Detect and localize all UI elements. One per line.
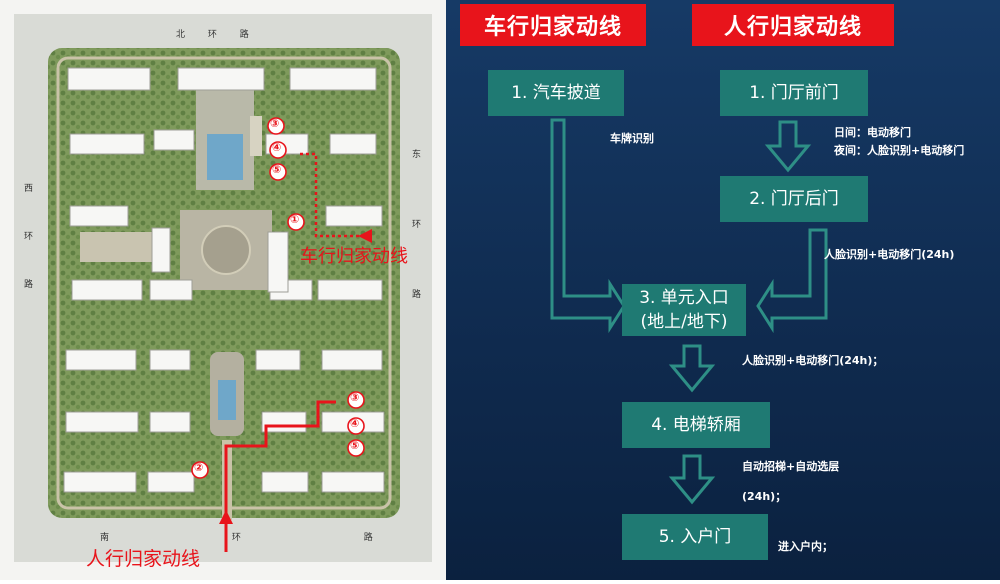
road-label-north: 北 环 路 xyxy=(176,30,259,40)
flow-arrows xyxy=(550,118,828,505)
car-route-line xyxy=(300,152,372,238)
header-walk-route: 人行归家动线 xyxy=(692,4,894,46)
note-enter-home: 进入户内； xyxy=(778,540,833,553)
marker-car-1: ① xyxy=(290,213,300,226)
site-plan-drawing xyxy=(0,0,446,580)
note-face-24h-b: 人脸识别+电动移门(24h)； xyxy=(742,354,884,367)
arrow-front-to-back xyxy=(764,120,812,173)
step-unit-entry: 3. 单元入口 (地上/地下) xyxy=(622,284,746,336)
marker-walk-2: ② xyxy=(194,461,204,474)
marker-car-5: ⑤ xyxy=(272,163,282,176)
arrow-unit-to-elevator xyxy=(668,344,716,393)
marker-walk-5: ⑤ xyxy=(350,439,360,452)
road-label-east-char: 环 xyxy=(412,220,422,230)
route-markers xyxy=(191,117,365,479)
header-car-route: 车行归家动线 xyxy=(460,4,646,46)
flow-panel: 车行归家动线 人行归家动线 1. 汽车披道 1. 门厅前门 2. 门厅后门 3.… xyxy=(446,0,1000,580)
gate-structure xyxy=(250,116,262,156)
road-label-east-char: 路 xyxy=(412,290,422,300)
south-pool xyxy=(218,380,236,420)
marker-walk-3: ③ xyxy=(350,391,360,404)
road-label-west-char: 西 xyxy=(24,184,34,194)
marker-car-4: ④ xyxy=(272,141,282,154)
note-night: 夜间：人脸识别+电动移门 xyxy=(834,144,965,157)
arrow-car-to-unit xyxy=(550,118,626,334)
note-elevator-24h: (24h)； xyxy=(742,490,787,503)
note-face-24h-a: 人脸识别+电动移门(24h) xyxy=(824,248,955,261)
step-home-door: 5. 入户门 xyxy=(622,514,768,560)
note-day: 日间：电动移门 xyxy=(834,126,911,139)
road-label-west-char: 环 xyxy=(24,232,34,242)
step-lobby-front: 1. 门厅前门 xyxy=(720,70,868,116)
step-elevator: 4. 电梯轿厢 xyxy=(622,402,770,448)
road-label-west-char: 路 xyxy=(24,280,34,290)
walk-route-line xyxy=(224,400,336,552)
arrow-back-to-unit xyxy=(756,228,828,334)
road-label-west: 西 环 路 xyxy=(24,165,33,309)
walk-route-arrow xyxy=(219,510,233,524)
step-unit-entry-line2: (地上/地下) xyxy=(640,312,728,332)
car-route-label: 车行归家动线 xyxy=(300,246,408,267)
north-pool xyxy=(207,134,243,180)
marker-car-3: ③ xyxy=(270,117,280,130)
residential-buildings xyxy=(63,67,385,493)
west-court xyxy=(80,232,160,262)
note-plate-recognition: 车牌识别 xyxy=(610,132,654,145)
step-unit-entry-line1: 3. 单元入口 xyxy=(639,288,729,308)
marker-walk-4: ④ xyxy=(350,417,360,430)
road-label-south: 南 环 路 xyxy=(100,533,433,543)
walk-route-label: 人行归家动线 xyxy=(86,548,201,570)
step-lobby-back: 2. 门厅后门 xyxy=(720,176,868,222)
road-label-east: 东 环 路 xyxy=(412,120,421,330)
step-car-ramp: 1. 汽车披道 xyxy=(488,70,624,116)
note-elevator-auto: 自动招梯+自动选层 xyxy=(742,460,840,473)
site-plan: 北 环 路 西 环 路 东 环 路 南 环 路 ③ ④ ⑤ ① ③ ④ ⑤ ② … xyxy=(0,0,446,580)
road-label-east-char: 东 xyxy=(412,150,422,160)
car-route-arrow xyxy=(358,229,372,243)
central-fountain xyxy=(201,225,251,275)
arrow-elevator-to-door xyxy=(668,454,716,505)
